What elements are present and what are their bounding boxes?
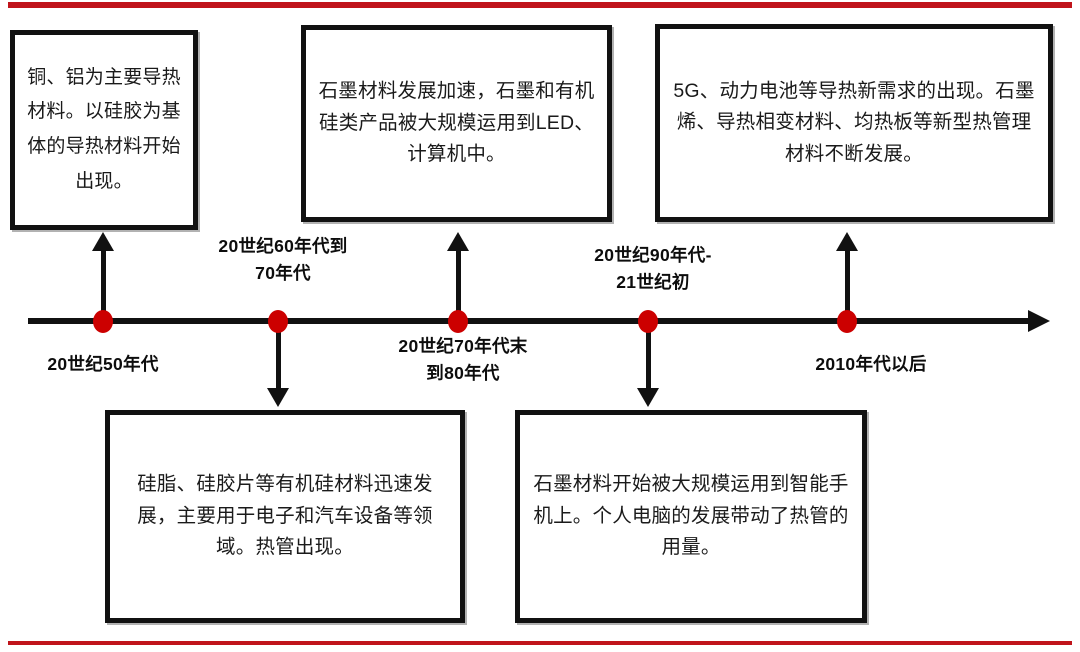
era-label-5: 2010年代以后 <box>815 354 927 374</box>
connector-arrowhead-3 <box>447 232 469 251</box>
milestone-dot-5[interactable] <box>837 310 857 333</box>
timeline-axis-arrow-icon <box>1028 310 1050 332</box>
milestone-dot-1[interactable] <box>93 310 113 333</box>
callout-box-1990s: 石墨材料开始被大规模运用到智能手机上。个人电脑的发展带动了热管的用量。 <box>515 410 867 623</box>
callout-text-1950s: 铜、铝为主要导热材料。以硅胶为基体的导热材料开始出现。 <box>27 66 181 192</box>
top-red-rule <box>8 2 1072 8</box>
milestone-dot-3[interactable] <box>448 310 468 333</box>
callout-text-1960s: 硅脂、硅胶片等有机硅材料迅速发展，主要用于电子和汽车设备等领域。热管出现。 <box>137 473 433 559</box>
era-label-2: 20世纪60年代到 70年代 <box>218 236 348 284</box>
connector-arrowhead-1 <box>92 232 114 251</box>
connector-stem-2 <box>276 322 281 390</box>
connector-stem-4 <box>646 322 651 390</box>
connector-arrowhead-2 <box>267 388 289 407</box>
callout-box-2010s: 5G、动力电池等导热新需求的出现。石墨烯、导热相变材料、均热板等新型热管理材料不… <box>655 24 1053 222</box>
connector-stem-5 <box>845 250 850 321</box>
bottom-red-rule <box>8 641 1072 645</box>
callout-text-1990s: 石墨材料开始被大规模运用到智能手机上。个人电脑的发展带动了热管的用量。 <box>533 473 849 559</box>
era-label-3: 20世纪70年代末 到80年代 <box>398 336 528 384</box>
connector-arrowhead-4 <box>637 388 659 407</box>
era-label-4: 20世纪90年代- 21世纪初 <box>594 245 712 293</box>
callout-text-2010s: 5G、动力电池等导热新需求的出现。石墨烯、导热相变材料、均热板等新型热管理材料不… <box>673 79 1035 165</box>
callout-box-1950s: 铜、铝为主要导热材料。以硅胶为基体的导热材料开始出现。 <box>10 30 198 230</box>
connector-stem-1 <box>101 249 106 321</box>
connector-arrowhead-5 <box>836 232 858 251</box>
era-label-1: 20世纪50年代 <box>47 354 159 374</box>
callout-box-1970s-late: 石墨材料发展加速，石墨和有机硅类产品被大规模运用到LED、计算机中。 <box>301 25 612 222</box>
connector-stem-3 <box>456 250 461 321</box>
timeline-axis-line <box>28 318 1034 324</box>
milestone-dot-2[interactable] <box>268 310 288 333</box>
callout-box-1960s: 硅脂、硅胶片等有机硅材料迅速发展，主要用于电子和汽车设备等领域。热管出现。 <box>105 410 465 623</box>
milestone-dot-4[interactable] <box>638 310 658 333</box>
callout-text-1970s-late: 石墨材料发展加速，石墨和有机硅类产品被大规模运用到LED、计算机中。 <box>318 80 595 166</box>
